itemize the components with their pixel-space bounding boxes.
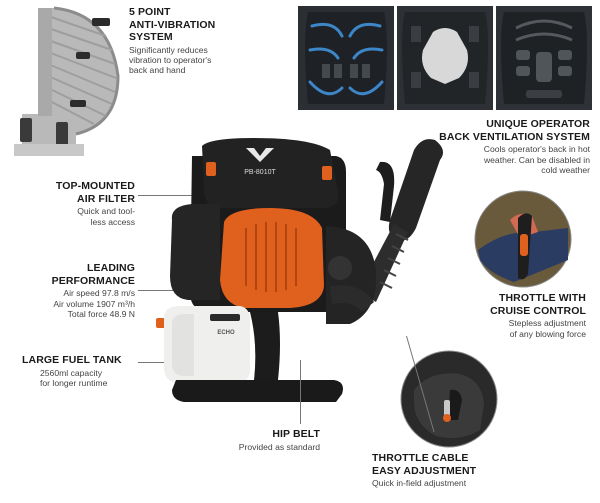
feature-hip-belt: HIP BELT Provided as standard [239, 428, 320, 452]
feature-title: 5 POINT ANTI-VIBRATION SYSTEM [129, 6, 216, 44]
callout-line [138, 362, 176, 363]
feature-back-ventilation: UNIQUE OPERATOR BACK VENTILATION SYSTEM … [439, 118, 590, 175]
feature-title: LARGE FUEL TANK [22, 354, 122, 366]
feature-description: Air speed 97.8 m/s Air volume 1907 m³/h … [53, 288, 135, 319]
tank-brand-label: ECHO [217, 330, 235, 336]
backpack-blower-image: PB-8010T ECHO [156, 138, 444, 402]
feature-title: LEADING PERFORMANCE [51, 262, 135, 287]
feature-title: UNIQUE OPERATOR BACK VENTILATION SYSTEM [439, 118, 590, 143]
feature-description: Cools operator's back in hot weather. Ca… [483, 144, 590, 175]
feature-description: Provided as standard [238, 441, 320, 452]
anti-vibration-image [14, 6, 120, 156]
callout-line [300, 360, 301, 424]
feature-performance: LEADING PERFORMANCE Air speed 97.8 m/s A… [52, 262, 135, 319]
callout-line [138, 195, 202, 196]
feature-air-filter: TOP-MOUNTED AIR FILTER Quick and tool- l… [56, 180, 135, 227]
feature-title: THROTTLE CABLE EASY ADJUSTMENT [372, 452, 477, 477]
model-label: PB-8010T [244, 169, 276, 176]
feature-throttle: THROTTLE WITH CRUISE CONTROL Stepless ad… [490, 292, 586, 339]
feature-description: Quick and tool- less access [77, 206, 135, 227]
ventilation-photo-closed [397, 6, 493, 110]
ventilation-photo-pad [496, 6, 592, 110]
throttle-circle-image [474, 190, 572, 288]
feature-description: Stepless adjustment of any blowing force [508, 318, 586, 339]
feature-anti-vibration: 5 POINT ANTI-VIBRATION SYSTEM Significan… [129, 6, 215, 76]
ventilation-photo-open [298, 6, 394, 110]
feature-fuel-tank: LARGE FUEL TANK 2560ml capacity for long… [22, 354, 122, 388]
callout-line [138, 290, 190, 291]
feature-title: THROTTLE WITH CRUISE CONTROL [490, 292, 586, 317]
feature-title: TOP-MOUNTED AIR FILTER [55, 180, 135, 205]
feature-description: Quick in-field adjustment [372, 478, 467, 489]
feature-throttle-cable: THROTTLE CABLE EASY ADJUSTMENT Quick in-… [372, 452, 476, 489]
feature-title: HIP BELT [272, 428, 320, 440]
feature-description: 2560ml capacity for longer runtime [40, 367, 108, 388]
feature-description: Significantly reduces vibration to opera… [129, 44, 212, 76]
